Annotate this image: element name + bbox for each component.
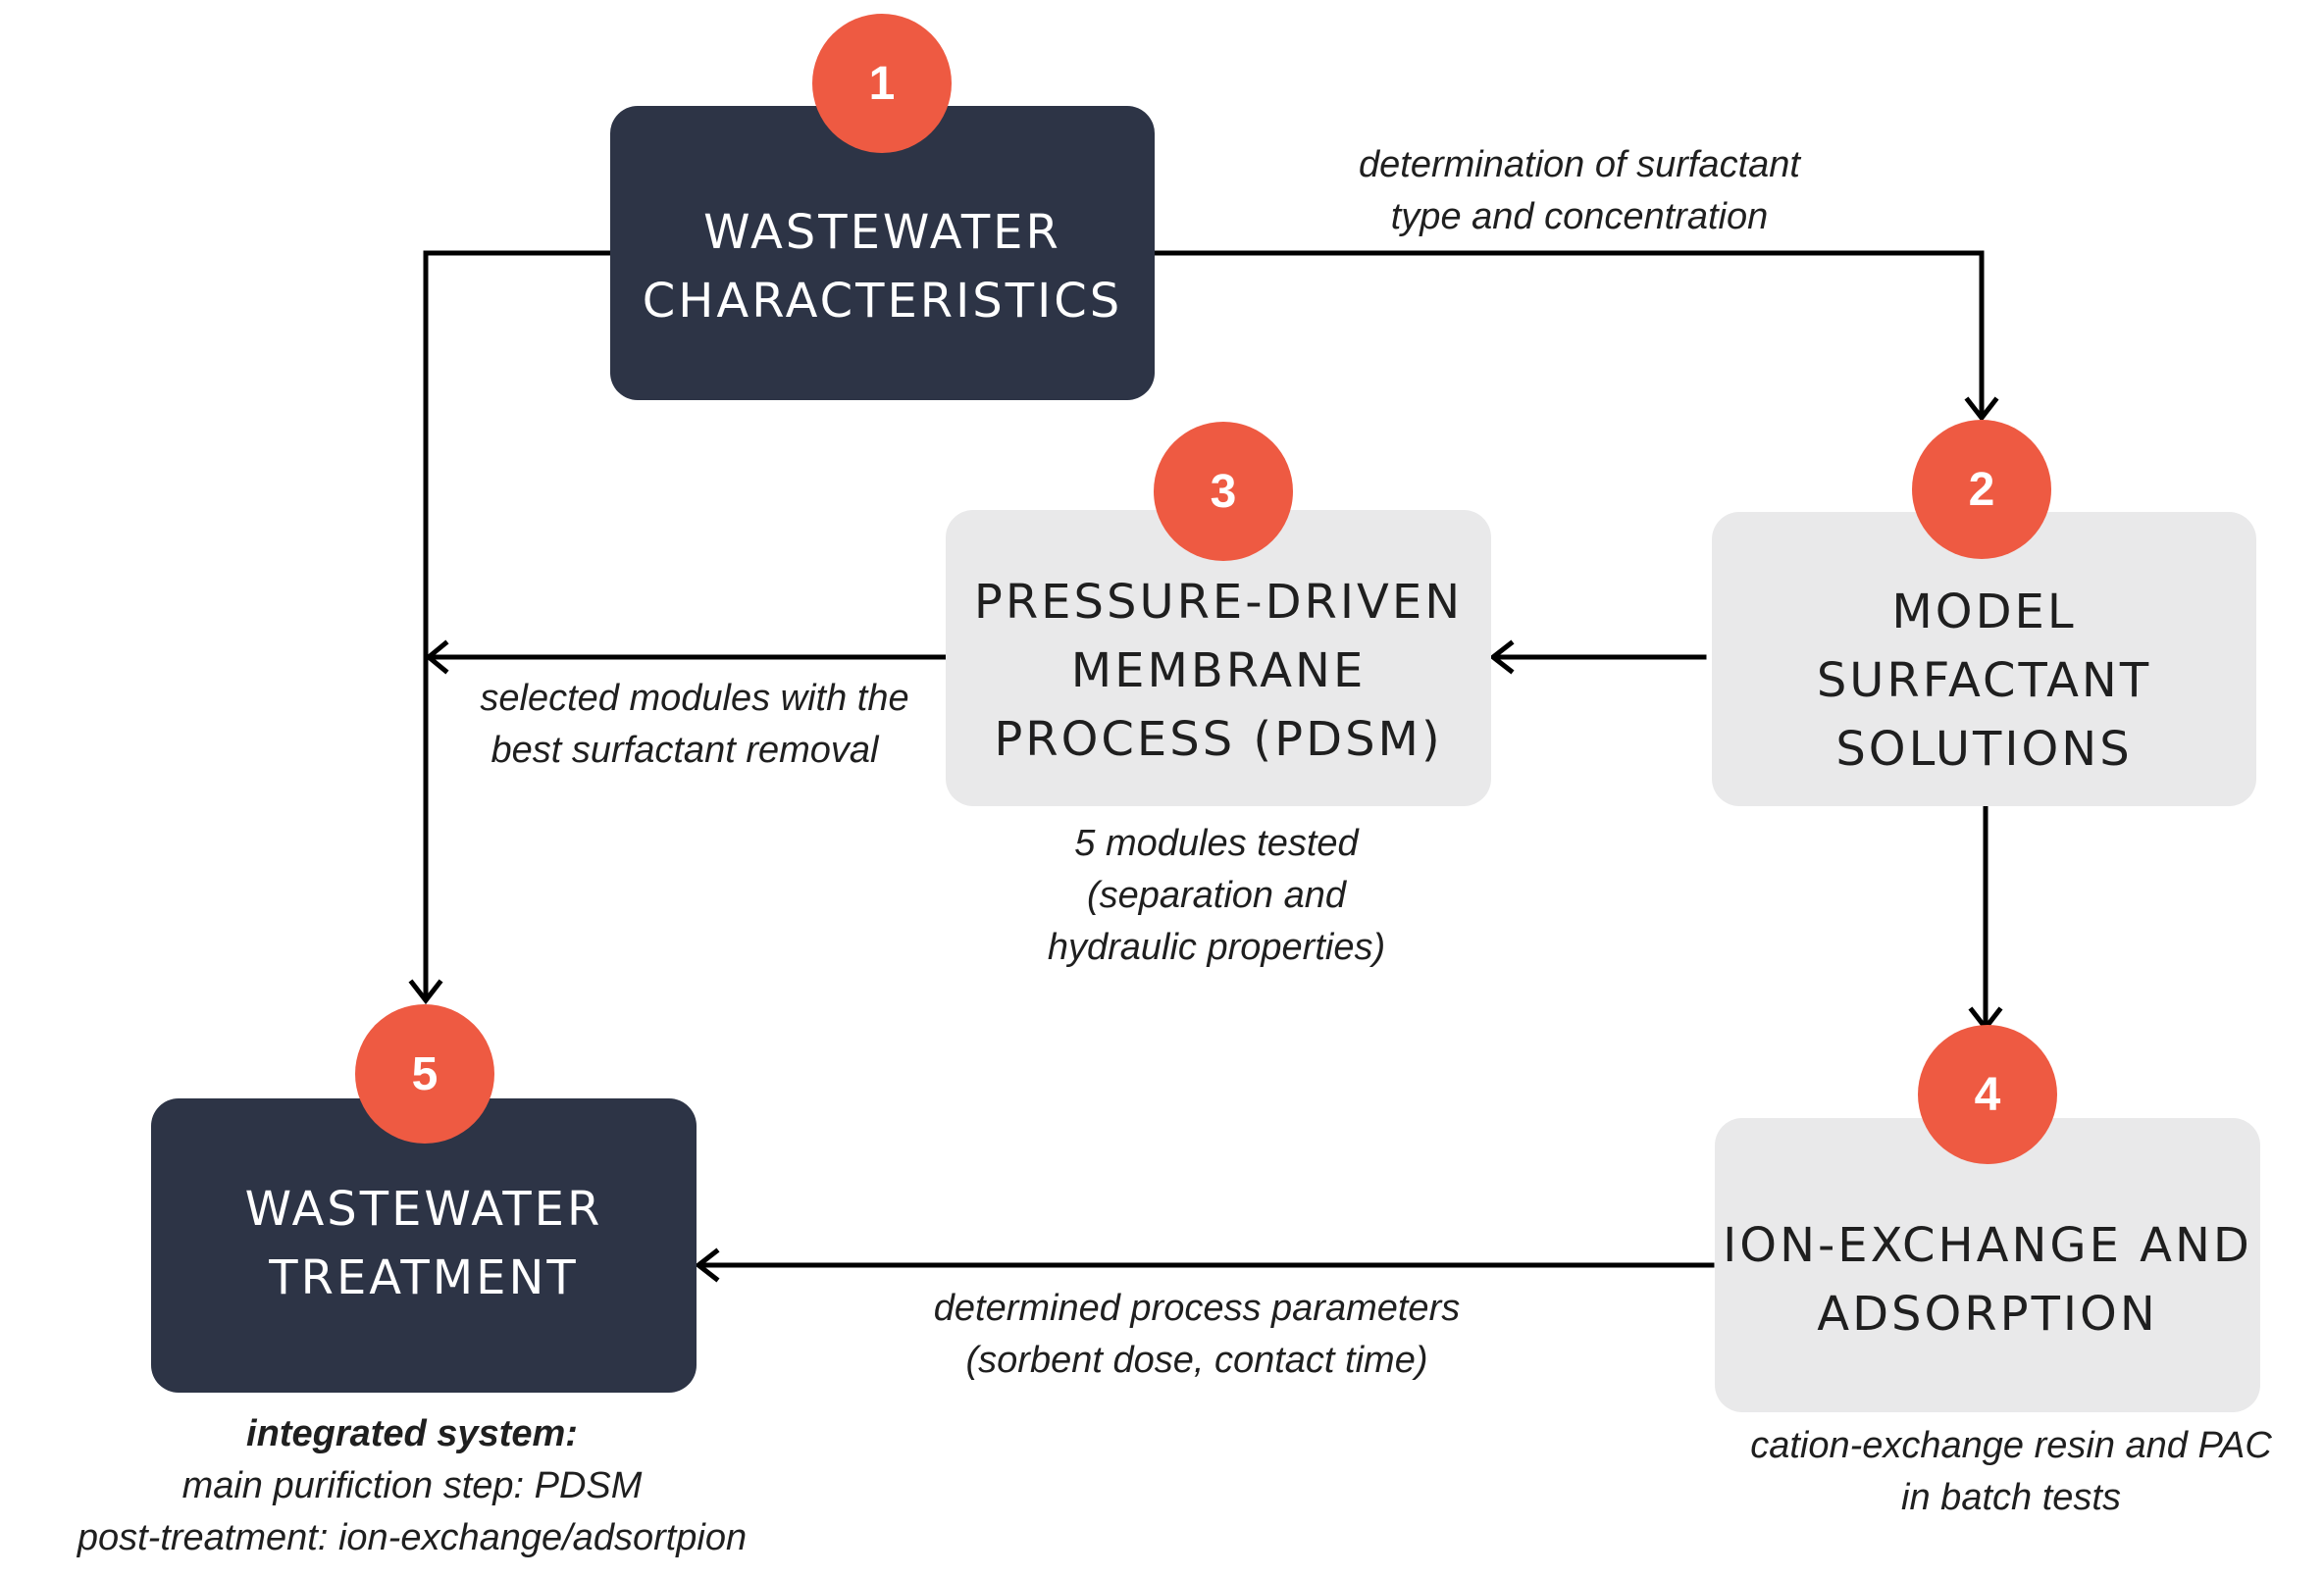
note-cation-exchange: cation-exchange resin and PAC in batch t… bbox=[1707, 1420, 2315, 1524]
note-line: in batch tests bbox=[1901, 1477, 2121, 1518]
note-line: main purifiction step: PDSM bbox=[181, 1465, 643, 1506]
note-line-bold: integrated system: bbox=[246, 1413, 578, 1454]
box-label-line: ADSORPTION bbox=[1817, 1287, 2158, 1342]
box-label-line: SURFACTANT bbox=[1816, 653, 2152, 708]
step-badge-3: 3 bbox=[1154, 422, 1293, 561]
wastewater-characteristics-box: WASTEWATER CHARACTERISTICS bbox=[610, 106, 1155, 400]
box-label-line: SOLUTIONS bbox=[1835, 722, 2133, 777]
box-label-line: WASTEWATER bbox=[244, 1182, 603, 1237]
arrow-1-to-2 bbox=[1152, 250, 1985, 415]
box-label-line: CHARACTERISTICS bbox=[642, 274, 1123, 329]
box-label-line: MODEL bbox=[1891, 585, 2077, 639]
step-badge-5: 5 bbox=[355, 1004, 494, 1144]
note-line: type and concentration bbox=[1390, 196, 1769, 237]
box-label-line: ION-EXCHANGE AND bbox=[1723, 1218, 2252, 1273]
note-line: determined process parameters bbox=[933, 1288, 1461, 1329]
step-badge-4: 4 bbox=[1918, 1025, 2057, 1164]
note-line: (sorbent dose, contact time) bbox=[965, 1340, 1428, 1381]
note-line: best surfactant removal bbox=[491, 730, 879, 771]
box-label-line: PROCESS (PDSM) bbox=[994, 712, 1443, 767]
box-label-line: WASTEWATER bbox=[703, 205, 1061, 260]
note-line: hydraulic properties) bbox=[1047, 927, 1386, 968]
arrowhead-4-to-5 bbox=[694, 1247, 720, 1283]
note-process-parameters: determined process parameters (sorbent d… bbox=[873, 1283, 1521, 1387]
model-surfactant-solutions-box: MODEL SURFACTANT SOLUTIONS bbox=[1712, 512, 2256, 806]
note-line: post-treatment: ion-exchange/adsortpion bbox=[77, 1517, 748, 1558]
note-line: cation-exchange resin and PAC bbox=[1750, 1425, 2272, 1466]
box-label-line: MEMBRANE bbox=[1070, 643, 1367, 698]
box-label-line: TREATMENT bbox=[269, 1250, 579, 1305]
arrowhead-1-to-2 bbox=[1964, 396, 1999, 423]
arrowhead-1-to-5 bbox=[408, 979, 443, 1005]
arrowhead-3-to-5 bbox=[425, 639, 449, 675]
note-determination: determination of surfactant type and con… bbox=[1285, 139, 1874, 243]
note-line: (separation and bbox=[1086, 875, 1347, 916]
note-modules-tested: 5 modules tested (separation and hydraul… bbox=[981, 818, 1452, 974]
wastewater-treatment-box: WASTEWATER TREATMENT bbox=[151, 1098, 697, 1393]
ion-exchange-adsorption-box: ION-EXCHANGE AND ADSORPTION bbox=[1715, 1118, 2260, 1412]
note-line: 5 modules tested bbox=[1074, 823, 1359, 864]
note-integrated-system: integrated system: main purifiction step… bbox=[10, 1408, 814, 1564]
note-line: determination of surfactant bbox=[1359, 144, 1800, 185]
arrowhead-2-to-3 bbox=[1488, 639, 1515, 675]
note-line: selected modules with the bbox=[480, 678, 909, 719]
note-selected-modules: selected modules with the best surfactan… bbox=[439, 673, 950, 777]
box-label-line: PRESSURE-DRIVEN bbox=[973, 575, 1464, 630]
arrow-1-to-5 bbox=[423, 250, 613, 999]
pressure-driven-membrane-process-box: PRESSURE-DRIVEN MEMBRANE PROCESS (PDSM) bbox=[946, 510, 1491, 806]
step-badge-2: 2 bbox=[1912, 420, 2051, 559]
step-badge-1: 1 bbox=[812, 14, 952, 153]
